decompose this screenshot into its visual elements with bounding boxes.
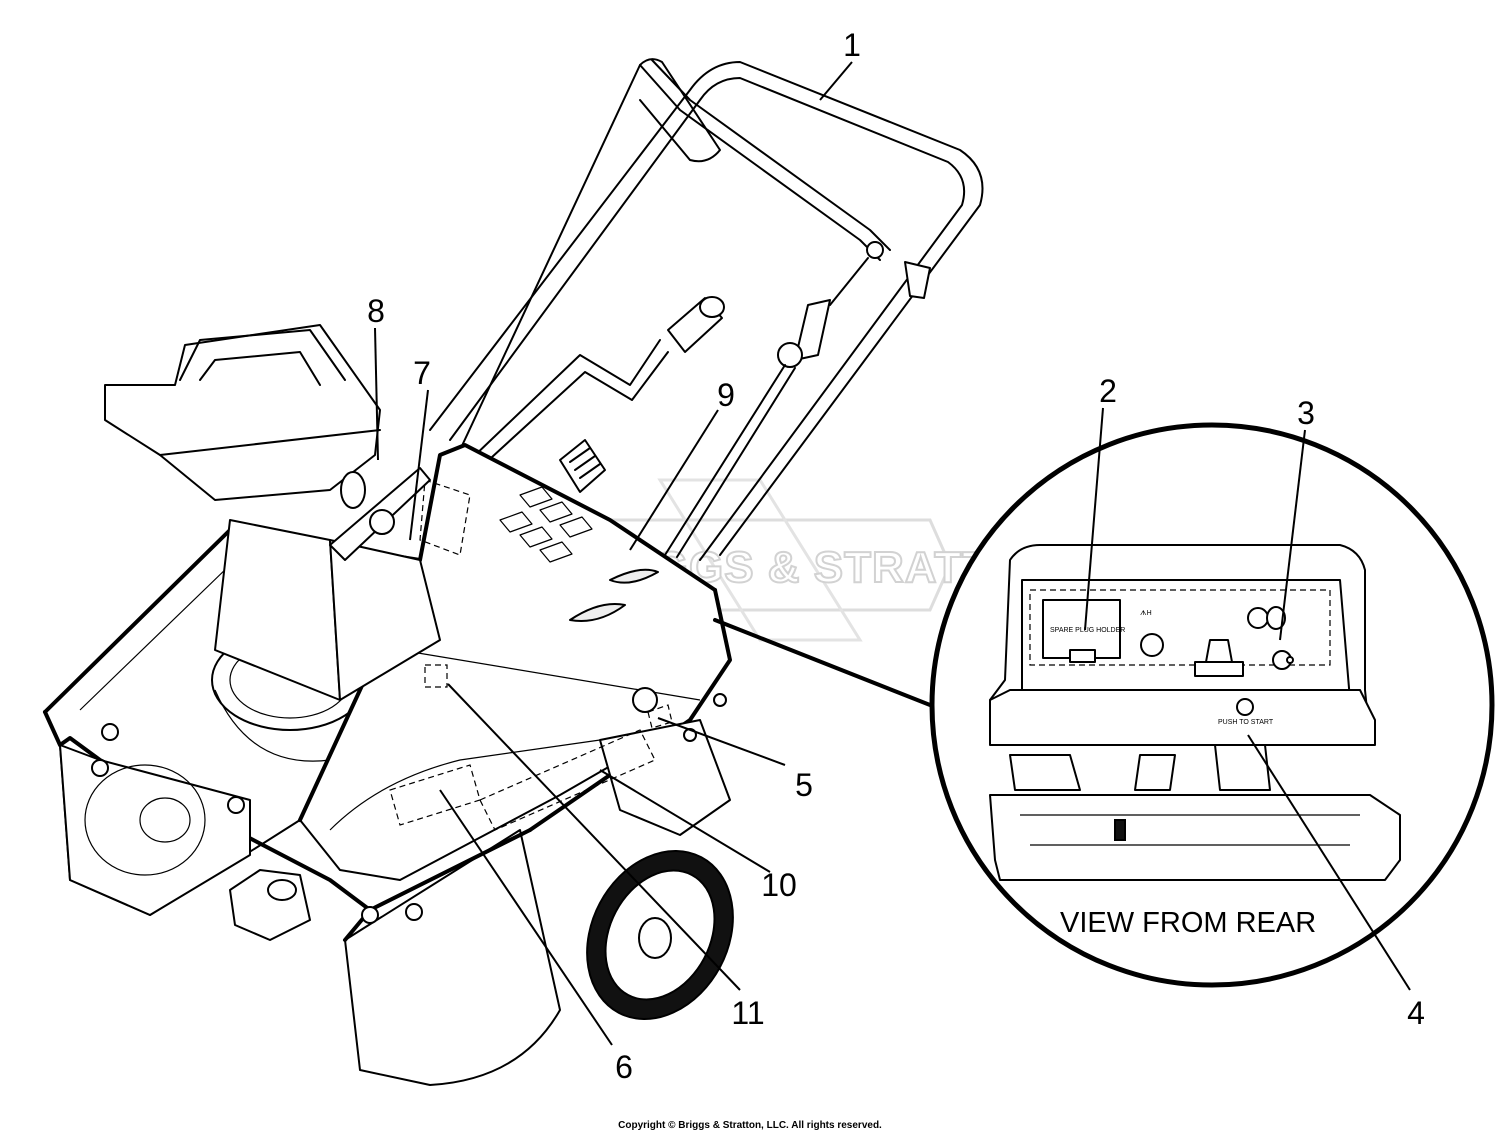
callout-5: 5	[795, 767, 813, 803]
callout-3: 3	[1297, 395, 1315, 431]
leader-lines	[374, 61, 1411, 1046]
callout-4: 4	[1407, 995, 1425, 1031]
spare-plug-holder-text: SPARE PLUG HOLDER	[1050, 627, 1125, 634]
callout-6: 6	[615, 1049, 633, 1085]
push-to-start-button	[1236, 698, 1254, 716]
callout-10: 10	[761, 867, 797, 903]
copyright-notice: Copyright © Briggs & Stratton, LLC. All …	[618, 1120, 882, 1131]
callout-11: 11	[731, 995, 764, 1031]
callout-9: 9	[717, 377, 735, 413]
callout-labels: 1 2 3 4 5 6 7 8 9 10 11	[367, 27, 1425, 1085]
vent-slots	[499, 486, 593, 563]
discharge-chute	[104, 324, 606, 701]
callout-1: 1	[843, 27, 861, 63]
handle-assembly	[429, 58, 984, 561]
callout-2: 2	[1099, 373, 1117, 409]
housing	[43, 443, 932, 1086]
inset-caption: VIEW FROM REAR	[1060, 907, 1316, 939]
callout-7: 7	[413, 355, 431, 391]
callout-8: 8	[367, 293, 385, 329]
choke-symbol: ᗑH	[1140, 609, 1152, 617]
inset-view-from-rear: SPARE PLUG HOLDER ᗑH PUSH TO START VIEW …	[929, 422, 1495, 988]
push-to-start-text: PUSH TO START	[1218, 719, 1274, 726]
